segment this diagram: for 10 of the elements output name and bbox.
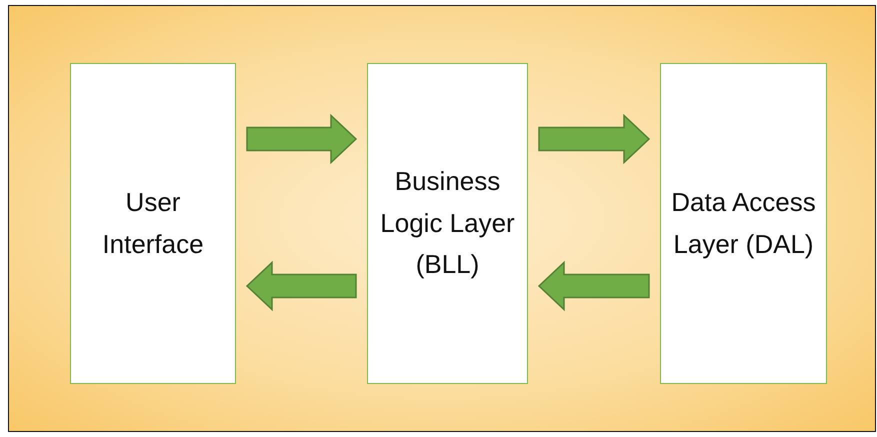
layer-box xyxy=(660,63,827,384)
block-arrow xyxy=(246,114,358,164)
block-arrow xyxy=(246,260,357,312)
layer-label: User Interface xyxy=(101,186,205,260)
layer-label: Data Access Layer (DAL) xyxy=(670,186,817,260)
layer-label: Business Logic Layer (BLL) xyxy=(379,165,516,282)
block-arrow xyxy=(538,260,650,312)
layer-box xyxy=(367,63,528,384)
block-arrow xyxy=(538,114,650,164)
layer-box xyxy=(70,63,236,384)
